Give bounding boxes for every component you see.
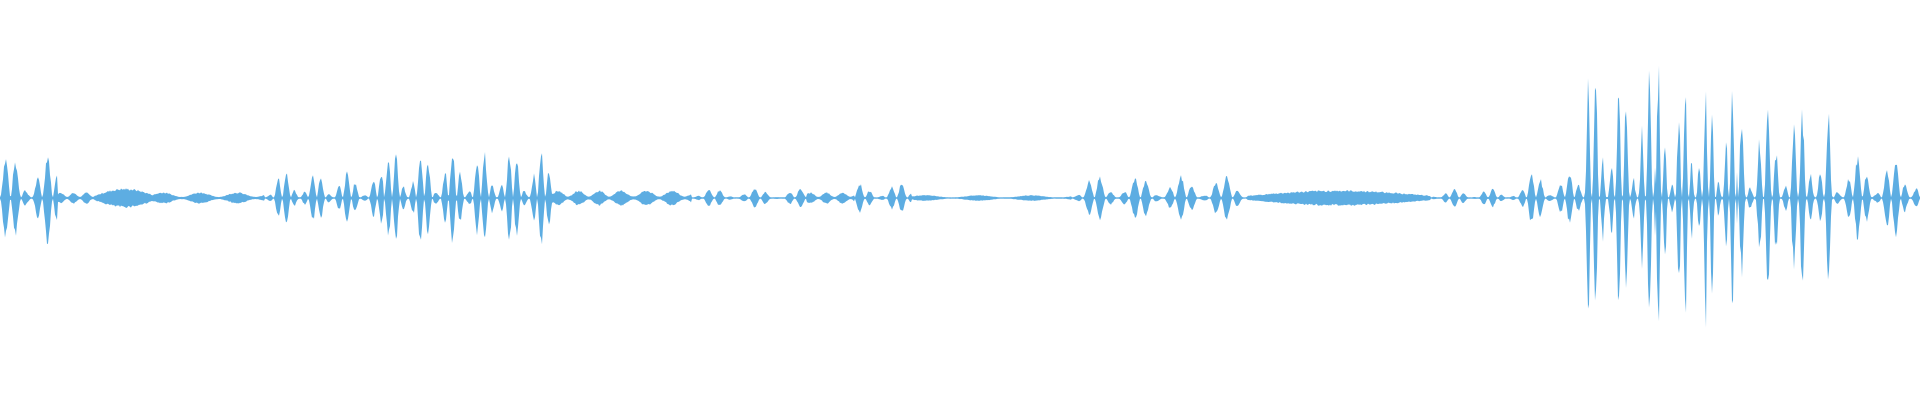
waveform-envelope bbox=[0, 65, 1920, 328]
